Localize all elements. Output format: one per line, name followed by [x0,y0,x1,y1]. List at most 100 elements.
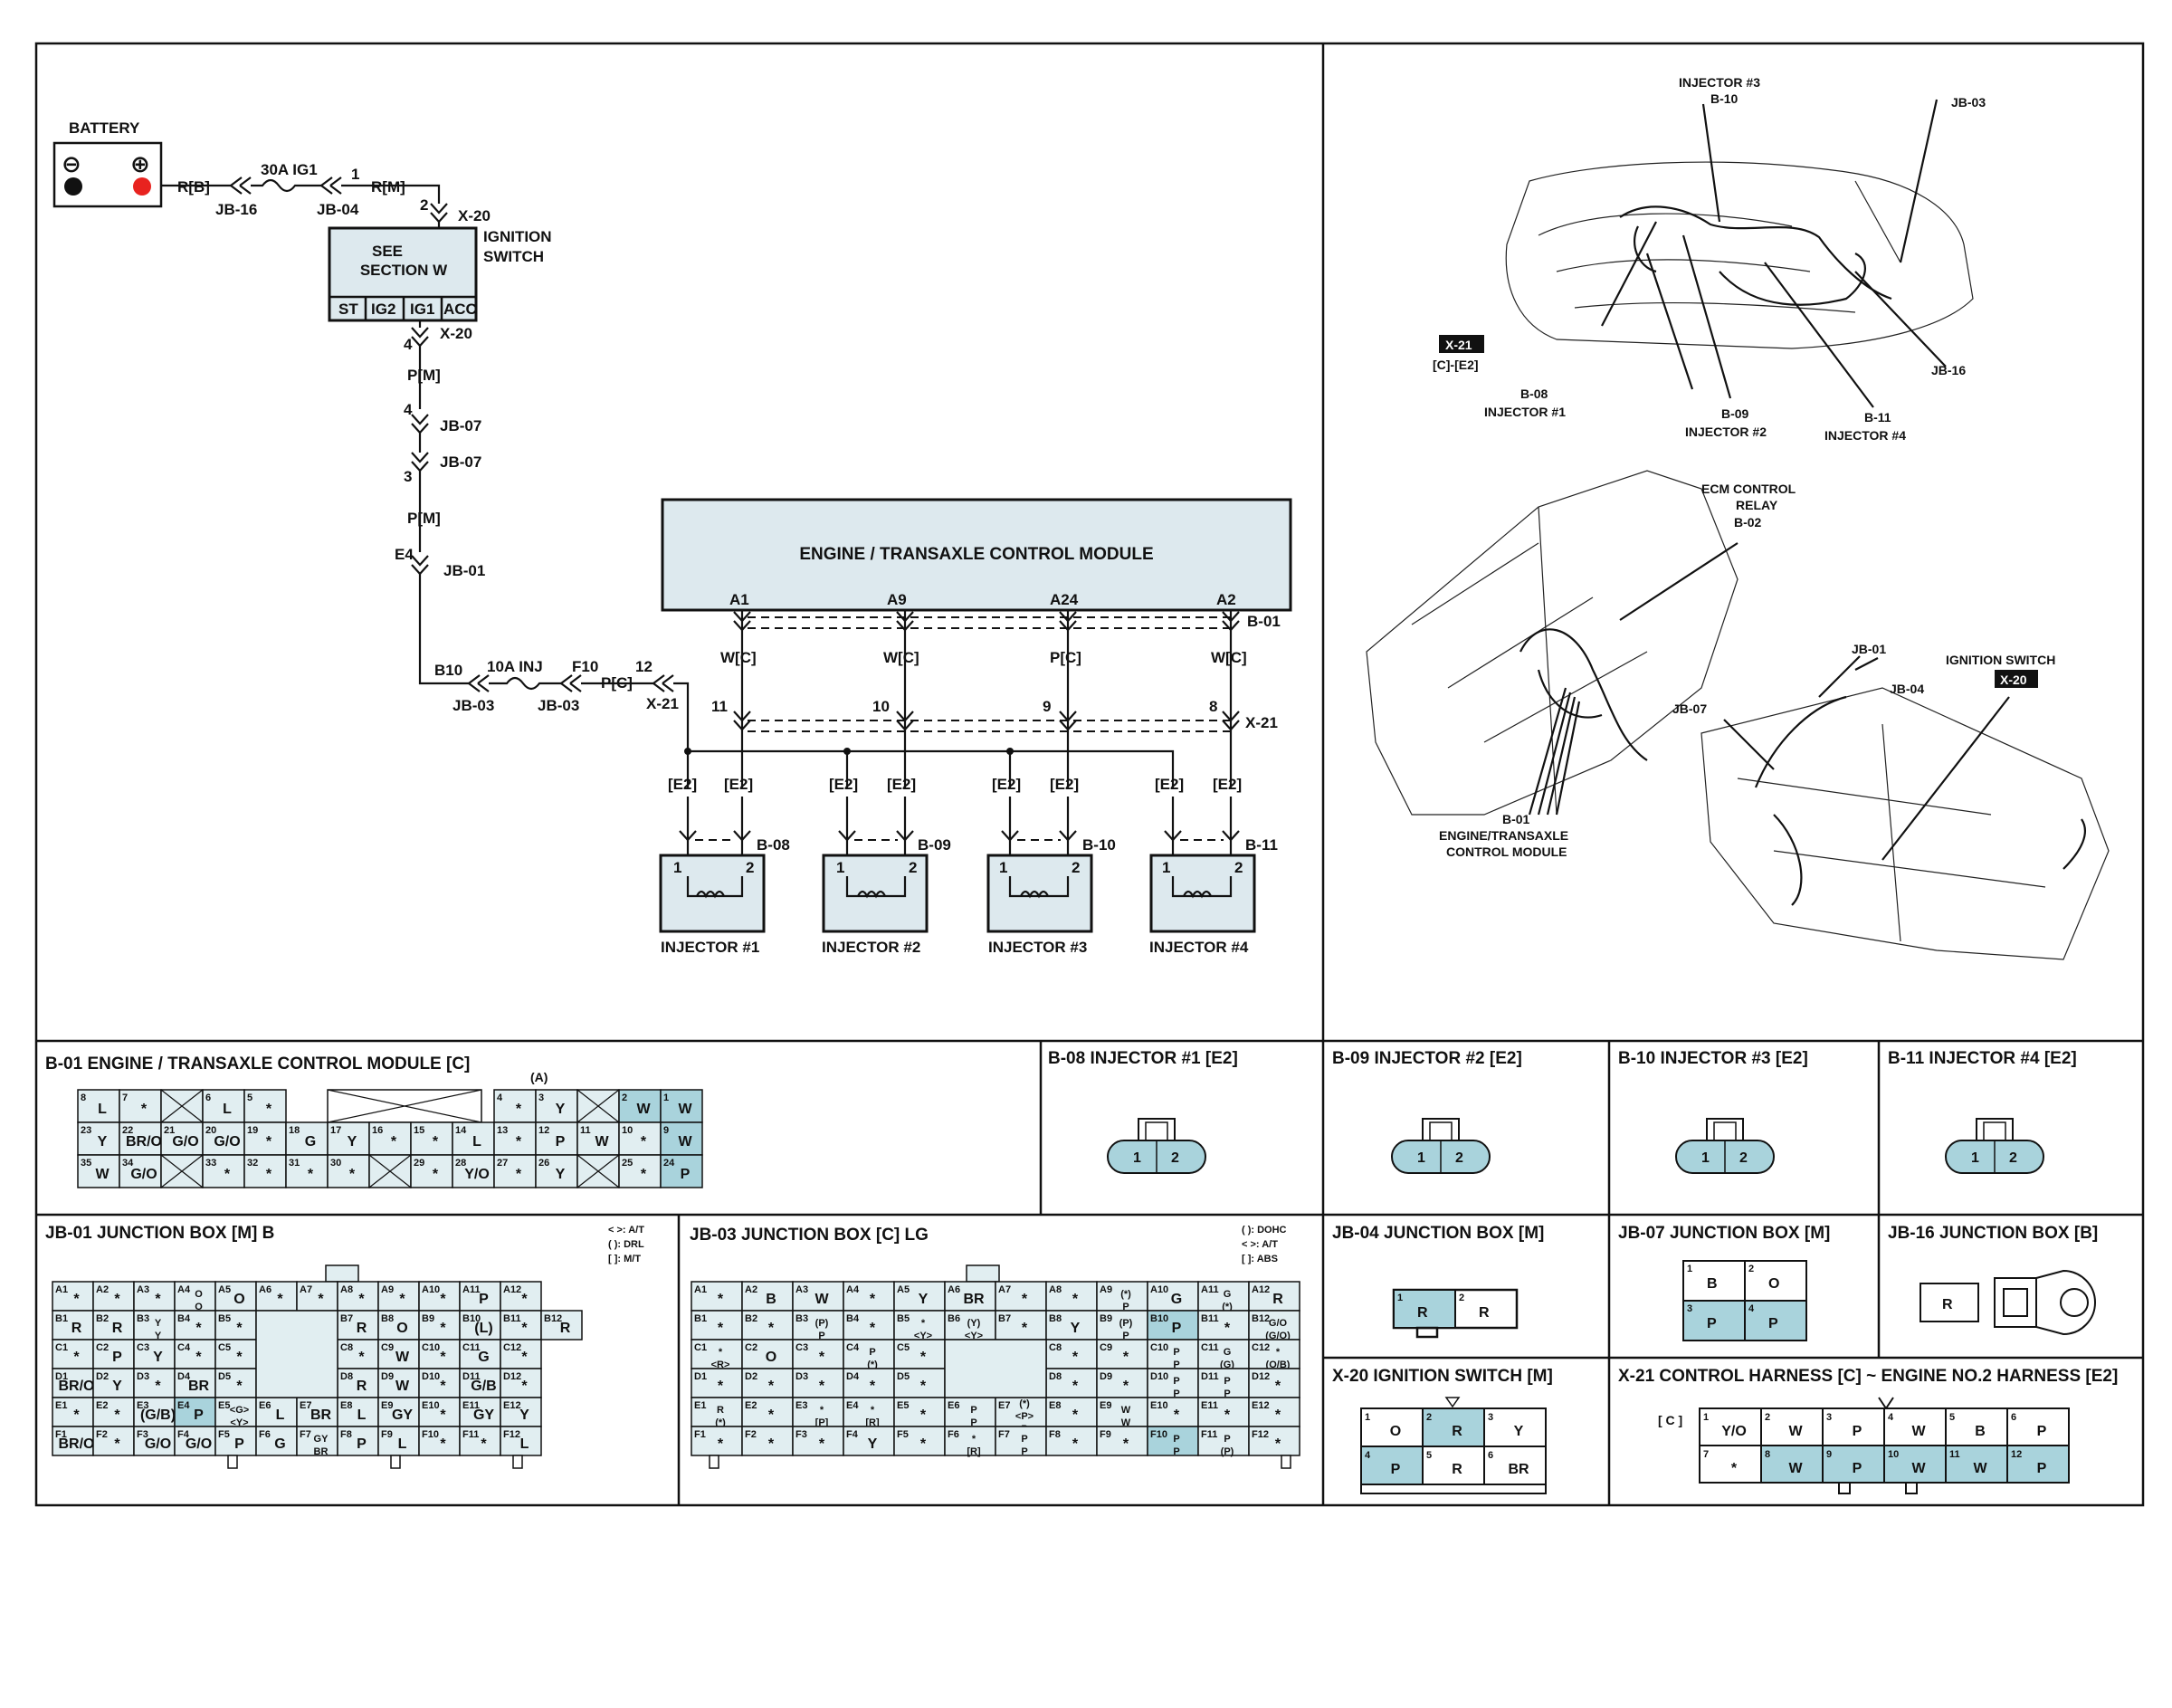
cell-value: * [349,1167,356,1182]
x21-panel-title: X-21 CONTROL HARNESS [C] ~ ENGINE NO.2 H… [1618,1367,2118,1386]
cell-pin: E4 [177,1400,190,1411]
cell-pin: F1 [55,1429,67,1440]
x21-val: P [2037,1424,2047,1439]
jb16-panel-title: JB-16 JUNCTION BOX [B] [1888,1224,2098,1243]
x21-cell-2: 2W [1760,1407,1824,1446]
cell-value: Y [919,1292,929,1307]
x21-cell-6: 6P [2006,1407,2070,1446]
x21-pin: 5 [1949,1412,1955,1423]
jb16-ring-terminal: R [1920,1269,2096,1336]
cell-value: * [1072,1379,1079,1394]
cell-value: * [399,1292,405,1307]
cell-pin: A8 [340,1284,353,1295]
battery-symbol [52,141,163,208]
b01-cell-8: 8L [77,1089,120,1123]
jb07-pin1: 1 [1687,1264,1692,1274]
x21-pin: 1 [1703,1412,1709,1423]
jb03-cell-E10: E10* [1147,1397,1199,1427]
cell-value: O [195,1289,203,1300]
jb03-cell-A4: A4* [843,1281,895,1312]
cell-value: * [155,1379,161,1394]
cell-value: Y [153,1350,163,1365]
cell-value: P [1173,1360,1179,1370]
e2-4b: [E2] [1213,776,1242,793]
cell-pin: 7 [122,1093,128,1103]
jb01-cell-E3: E3(G/B) [133,1397,176,1427]
jb01-cell-C9: C9W [377,1339,420,1369]
jb01-legend-3: [ ]: M/T [608,1254,641,1264]
b01-cell-28: 28Y/O [452,1154,495,1188]
cell-pin: F4 [177,1429,190,1440]
jb07-pin2: 2 [1748,1264,1754,1274]
cell-pin: F6 [259,1429,271,1440]
loc-injector1: INJECTOR #1 [1484,405,1566,419]
cell-value: (P) [815,1318,829,1329]
cell-pin: B11 [1201,1313,1219,1324]
x21-val: P [2037,1461,2047,1476]
x20-pin: 1 [1365,1412,1370,1423]
cell-value: * [266,1134,272,1150]
cell-pin: B12 [544,1313,562,1324]
x21-cell-5: 5B [1945,1407,2008,1446]
cell-value: * [641,1167,647,1182]
pin-f10: F10 [572,658,598,675]
jb03-cell-D5: D5* [893,1368,946,1398]
injector-face-pin1: 1 [1971,1150,1979,1166]
jb01-cell-B8: B8O [377,1310,420,1341]
b01-cell-26: 26Y [535,1154,578,1188]
cell-pin: F11 [1201,1429,1217,1440]
cell-value: * [1123,1379,1129,1394]
cell-value: G/B [471,1379,496,1394]
jb01-cell-B4: B4* [174,1310,216,1341]
jb01-cell-B2: B2R [92,1310,135,1341]
cell-pin: A12 [1252,1284,1270,1295]
cell-pin: B4 [177,1313,191,1324]
cell-value: Y [348,1134,357,1150]
cell-pin: F7 [998,1429,1010,1440]
b01-cell-13: 13* [493,1121,537,1156]
cell-value: * [870,1321,876,1336]
b01-cell-25: 25* [618,1154,662,1188]
cell-value: W [395,1379,410,1394]
cell-pin: D9 [381,1371,394,1382]
cell-pin: 19 [247,1125,258,1136]
jb01-cell-F2: F2* [92,1426,135,1456]
cell-pin: E9 [1100,1400,1111,1411]
cell-value: * [277,1292,283,1307]
x20-panel-title: X-20 IGNITION SWITCH [M] [1332,1367,1553,1386]
cell-value: * [440,1350,446,1365]
b09-panel-title: B-09 INJECTOR #2 [E2] [1332,1049,1522,1068]
cell-value: * [266,1102,272,1117]
cell-pin: C11 [462,1342,481,1353]
cell-value: Y [556,1167,566,1182]
b01-cell-1: 1W [660,1089,703,1123]
b01-cell-6: 6L [202,1089,245,1123]
cell-pin: B8 [381,1313,394,1324]
jb01-cell-F4: F4G/O [174,1426,216,1456]
cell-value: (*) [715,1417,726,1428]
cell-pin: C9 [1100,1342,1112,1353]
cell-pin: D8 [340,1371,353,1382]
cell-pin: F5 [218,1429,230,1440]
x21-cell-12: 12P [2006,1445,2070,1484]
injector-face-pin2: 2 [1739,1150,1748,1166]
jb03-cell-F8: F8* [1045,1426,1098,1456]
cell-value: * [521,1321,528,1336]
cell-pin: B11 [503,1313,521,1324]
jb07-label-1: JB-07 [440,417,481,434]
cell-pin: F11 [462,1429,479,1440]
cell-pin: C8 [1049,1342,1062,1353]
cell-value: * [516,1167,522,1182]
injector-4-conn: B-11 [1245,836,1278,854]
cell-value: W [1121,1405,1131,1416]
cell-value: L [223,1102,232,1117]
cell-value: * [719,1347,723,1358]
loc-b02: B-02 [1734,515,1762,530]
cell-value: G [1224,1347,1232,1358]
e2-2b: [E2] [887,776,916,793]
fuse-10a-inj: 10A INJ [487,658,543,675]
